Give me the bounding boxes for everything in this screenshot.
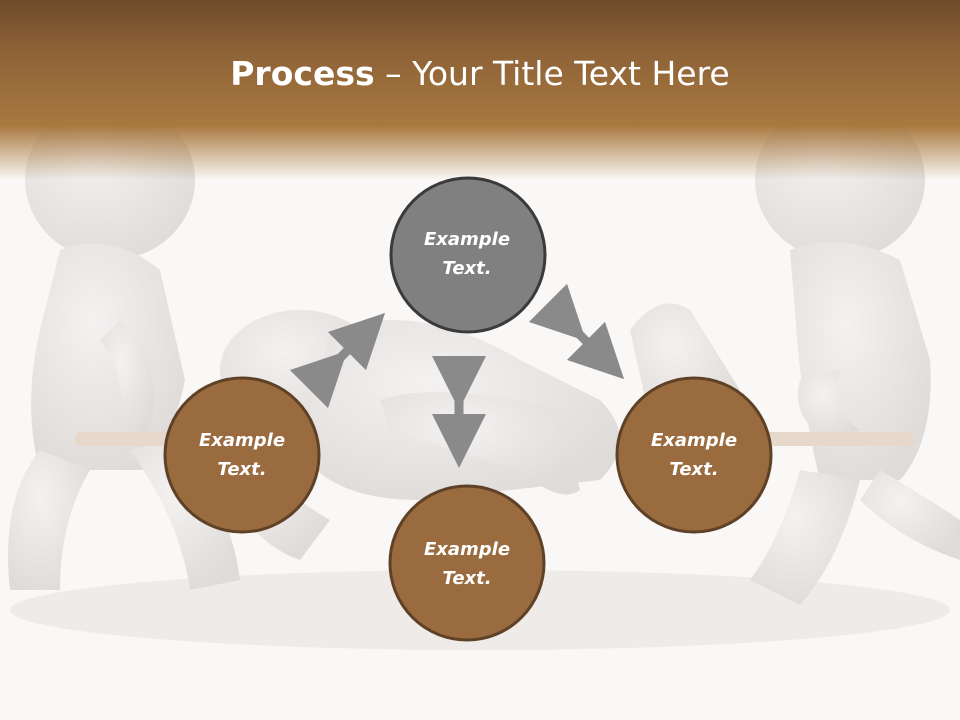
node-bottom-line1: Example [423, 539, 511, 560]
node-top-line1: Example [423, 229, 511, 250]
node-label-left: Example Text. [162, 426, 322, 484]
node-circle-top[interactable] [389, 176, 547, 334]
node-bottom-line2: Text. [442, 568, 492, 589]
title-bar: Process – Your Title Text Here [0, 0, 960, 180]
node-right-line2: Text. [669, 459, 719, 480]
node-left-line1: Example [198, 430, 286, 451]
node-left-line2: Text. [217, 459, 267, 480]
node-circle-bottom[interactable] [388, 484, 546, 642]
double-arrow-top-right [528, 283, 625, 380]
node-right-line1: Example [650, 430, 738, 451]
node-top-line2: Text. [442, 258, 492, 279]
node-label-top: Example Text. [387, 225, 547, 283]
slide-title: Process – Your Title Text Here [0, 50, 960, 98]
node-label-bottom: Example Text. [387, 535, 547, 593]
title-separator: – [374, 54, 413, 93]
title-text: Your Title Text Here [412, 54, 730, 93]
node-circle-left[interactable] [163, 376, 321, 534]
double-arrow-top-left [289, 312, 386, 409]
node-label-right: Example Text. [614, 426, 774, 484]
node-circle-right[interactable] [615, 376, 773, 534]
title-bold-part: Process [230, 54, 375, 93]
